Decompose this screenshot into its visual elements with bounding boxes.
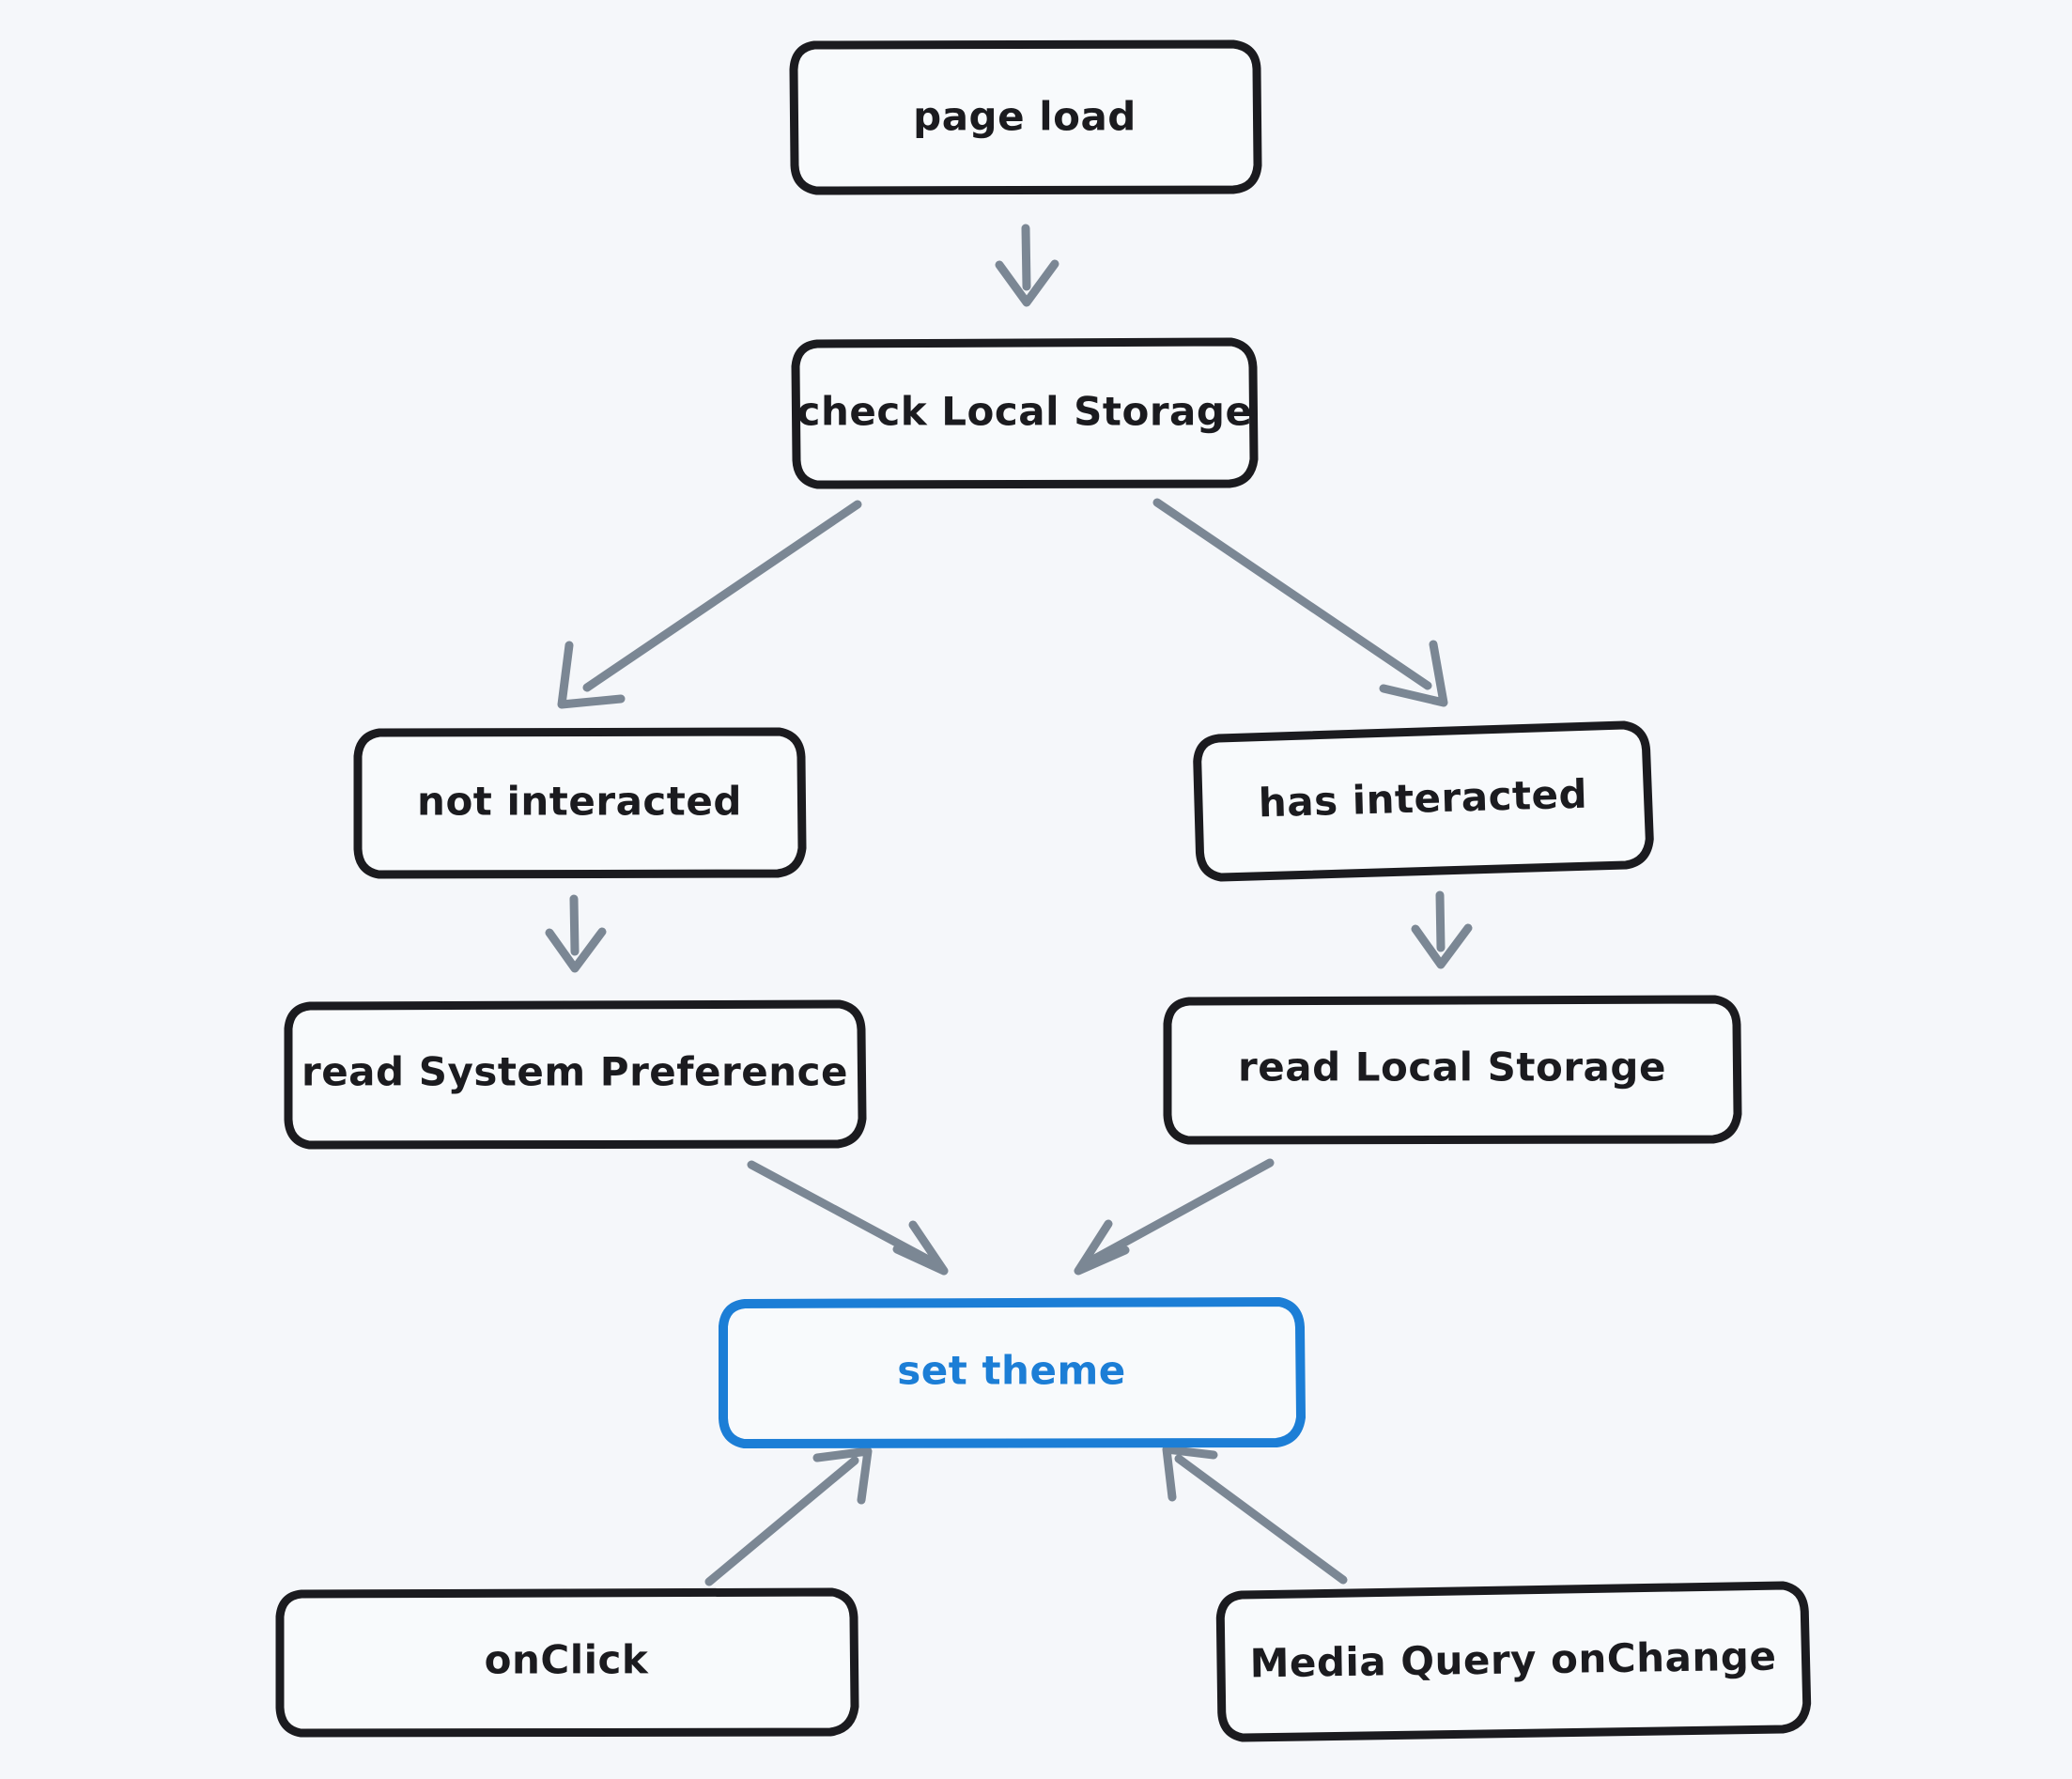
edge-not-interacted-to-read-system-preference (545, 894, 607, 973)
node-label-on-click: onClick (485, 1637, 649, 1683)
edge-read-system-preference-to-set-theme (747, 1160, 949, 1276)
edge-read-local-storage-to-set-theme (1074, 1158, 1275, 1276)
node-label-media-query-onchange: Media Query onChange (1249, 1633, 1776, 1687)
node-has-interacted[interactable]: has interacted (1193, 720, 1654, 882)
node-on-click[interactable]: onClick (275, 1587, 859, 1738)
node-label-set-theme: set theme (897, 1348, 1125, 1394)
node-not-interacted[interactable]: not interacted (353, 727, 807, 879)
node-label-check-local-storage: check Local Storage (797, 389, 1253, 435)
node-read-system-preference[interactable]: read System Preference (284, 999, 867, 1150)
edge-page-load-to-check-local-storage (995, 224, 1059, 307)
node-read-local-storage[interactable]: read Local Storage (1163, 995, 1742, 1145)
edge-on-click-to-set-theme (704, 1446, 873, 1586)
edge-check-local-storage-to-not-interacted (557, 500, 862, 709)
node-label-has-interacted: has interacted (1258, 771, 1588, 827)
node-page-load[interactable]: page load (789, 39, 1262, 195)
node-set-theme[interactable]: set theme (719, 1297, 1306, 1448)
node-media-query-onchange[interactable]: Media Query onChange (1215, 1581, 1812, 1742)
edge-media-query-onchange-to-set-theme (1162, 1445, 1348, 1585)
edge-check-local-storage-to-has-interacted (1152, 498, 1448, 707)
node-label-page-load: page load (913, 94, 1137, 140)
edge-has-interacted-to-read-local-storage (1411, 890, 1473, 969)
node-label-read-system-preference: read System Preference (302, 1049, 848, 1095)
edge-layer (545, 224, 1473, 1586)
node-label-not-interacted: not interacted (417, 779, 742, 825)
node-label-read-local-storage: read Local Storage (1238, 1044, 1666, 1091)
node-check-local-storage[interactable]: check Local Storage (791, 337, 1259, 489)
node-layer: page load check Local Storage not intera… (275, 39, 1812, 1742)
